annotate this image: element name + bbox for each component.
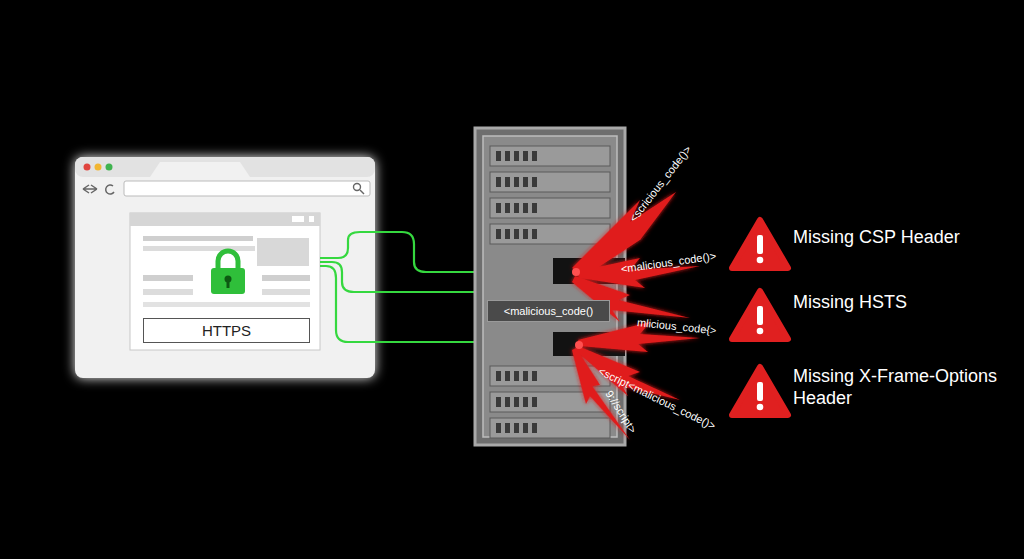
warning-text: Missing X-Frame-Options Header [793,366,1009,409]
https-box: HTTPS [143,318,310,343]
node-text: <malicious_code() [504,305,594,317]
node-text: HTTPS [202,322,251,339]
warning-text: Missing CSP Header [793,227,960,249]
warning-text: Missing HSTS [793,292,907,314]
code-box: <malicious_code() [487,300,610,322]
warning-triangles [732,220,788,415]
code-snippet: mlicious_code{> [636,316,717,337]
